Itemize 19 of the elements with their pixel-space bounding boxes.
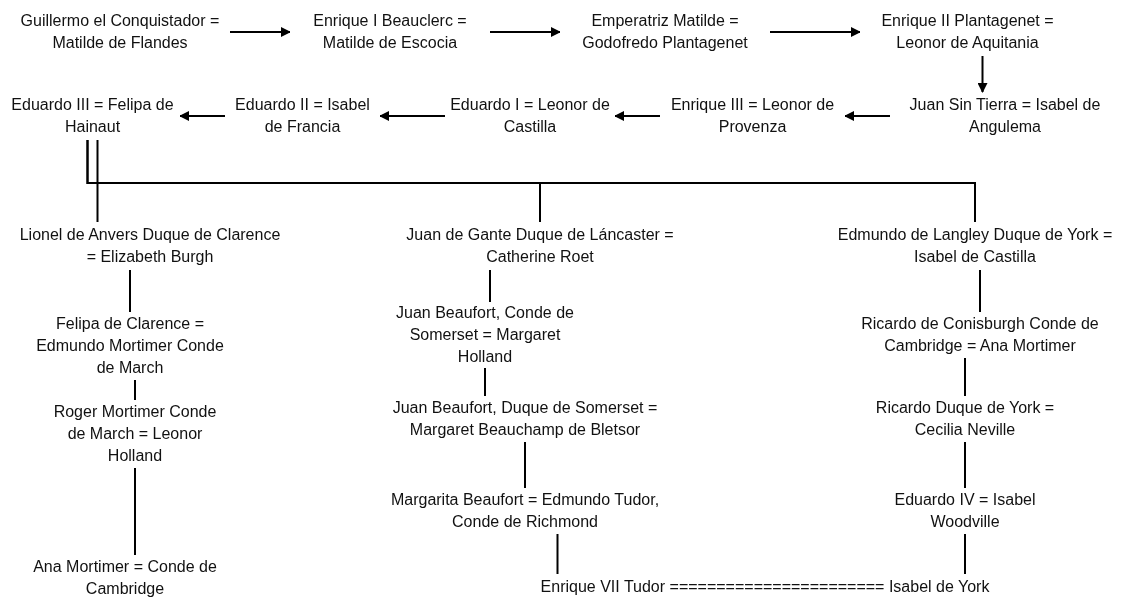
connector-line <box>964 441 966 489</box>
arrow <box>229 27 291 37</box>
connector-line <box>556 533 559 575</box>
connector-line <box>964 357 966 397</box>
connector-line <box>964 533 966 575</box>
connector-line <box>134 379 136 401</box>
arrow <box>769 27 861 37</box>
arrow <box>179 111 226 121</box>
arrow <box>614 111 661 121</box>
connector-line <box>134 467 136 556</box>
arrow <box>489 27 561 37</box>
arrow <box>977 55 988 93</box>
connector-line <box>96 139 99 223</box>
connector-line <box>129 269 131 313</box>
connector-line <box>979 269 981 313</box>
arrow <box>379 111 446 121</box>
connector-line <box>86 139 976 223</box>
arrow <box>844 111 891 121</box>
connector-line <box>524 441 526 489</box>
